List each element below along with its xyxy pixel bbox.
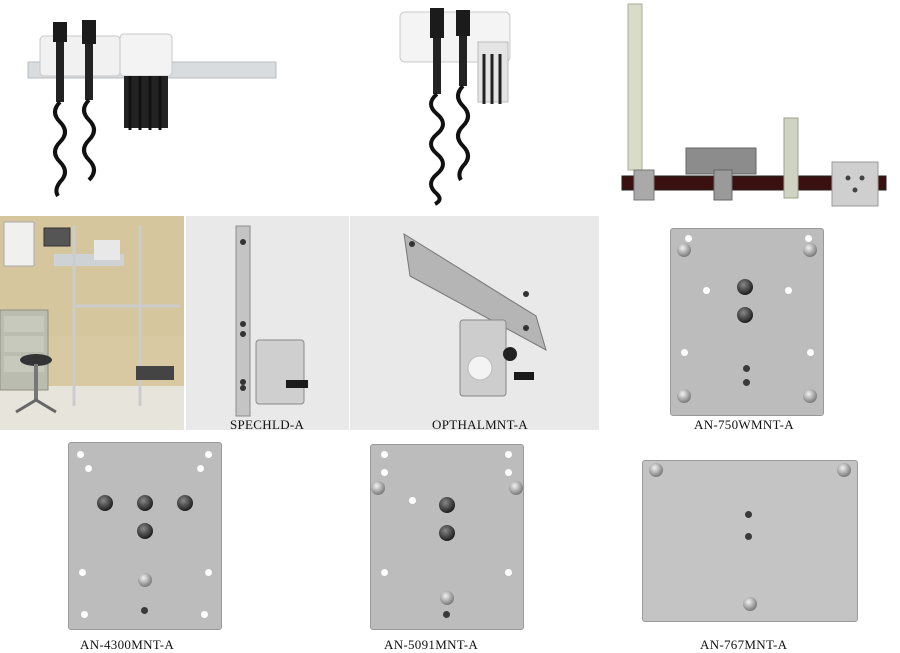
mount-hole — [681, 349, 688, 356]
knob-icon — [177, 495, 193, 511]
mount-hole — [381, 469, 388, 476]
mount-hole — [197, 465, 204, 472]
opthal-caption: OPTHALMNT-A — [432, 417, 528, 430]
an767-plate — [642, 460, 858, 622]
an750-plate — [670, 228, 824, 416]
screw-icon — [440, 591, 454, 605]
mount-hole — [81, 611, 88, 618]
mount-hole — [205, 451, 212, 458]
mount-hole — [745, 533, 752, 540]
knob-icon — [439, 525, 455, 541]
latch-clip — [823, 309, 824, 327]
screw-icon — [371, 481, 385, 495]
screw-icon — [677, 389, 691, 403]
mount-hole — [205, 569, 212, 576]
mount-hole — [805, 235, 812, 242]
screw-icon — [677, 243, 691, 257]
an4300-caption: AN-4300MNT-A — [80, 637, 175, 652]
mount-hole — [505, 469, 512, 476]
wall-diagnostic-set-photo-2 — [390, 4, 520, 214]
an5091-caption: AN-5091MNT-A — [384, 637, 479, 652]
mount-hole — [409, 497, 416, 504]
mount-hole — [807, 349, 814, 356]
screw-icon — [649, 463, 663, 477]
mount-hole — [141, 607, 148, 614]
exam-room-photo — [0, 216, 184, 430]
mount-hole — [743, 379, 750, 386]
mount-hole — [505, 569, 512, 576]
opthal-mount-panel: OPTHALMNT-A — [350, 216, 599, 430]
mount-hole — [381, 569, 388, 576]
an750-caption: AN-750WMNT-A — [694, 417, 794, 432]
an767-caption: AN-767MNT-A — [700, 637, 788, 652]
knob-icon — [137, 495, 153, 511]
mount-hole — [381, 451, 388, 458]
knob-icon — [137, 523, 153, 539]
an5091-plate — [370, 444, 524, 630]
knob-icon — [439, 497, 455, 513]
mount-hole — [703, 287, 710, 294]
knob-icon — [737, 307, 753, 323]
mount-hole — [201, 611, 208, 618]
specholder-panel: SPECHLD-A — [186, 216, 349, 430]
screw-icon — [138, 573, 152, 587]
mount-hole — [85, 465, 92, 472]
mount-hole — [443, 611, 450, 618]
screw-icon — [803, 389, 817, 403]
screw-icon — [509, 481, 523, 495]
mount-hole — [743, 365, 750, 372]
mount-hole — [785, 287, 792, 294]
mount-hole — [79, 569, 86, 576]
mount-hole — [77, 451, 84, 458]
mount-hole — [745, 511, 752, 518]
an4300-plate — [68, 442, 222, 630]
latch-clip — [221, 519, 222, 537]
mount-hole — [685, 235, 692, 242]
screw-icon — [837, 463, 851, 477]
mount-hole — [505, 451, 512, 458]
latch-clip — [523, 523, 524, 541]
specholder-caption: SPECHLD-A — [230, 417, 305, 430]
screw-icon — [743, 597, 757, 611]
wall-diagnostic-set-photo-1 — [20, 8, 280, 208]
rail-mount-components-render — [618, 2, 890, 208]
knob-icon — [97, 495, 113, 511]
screw-icon — [803, 243, 817, 257]
knob-icon — [737, 279, 753, 295]
